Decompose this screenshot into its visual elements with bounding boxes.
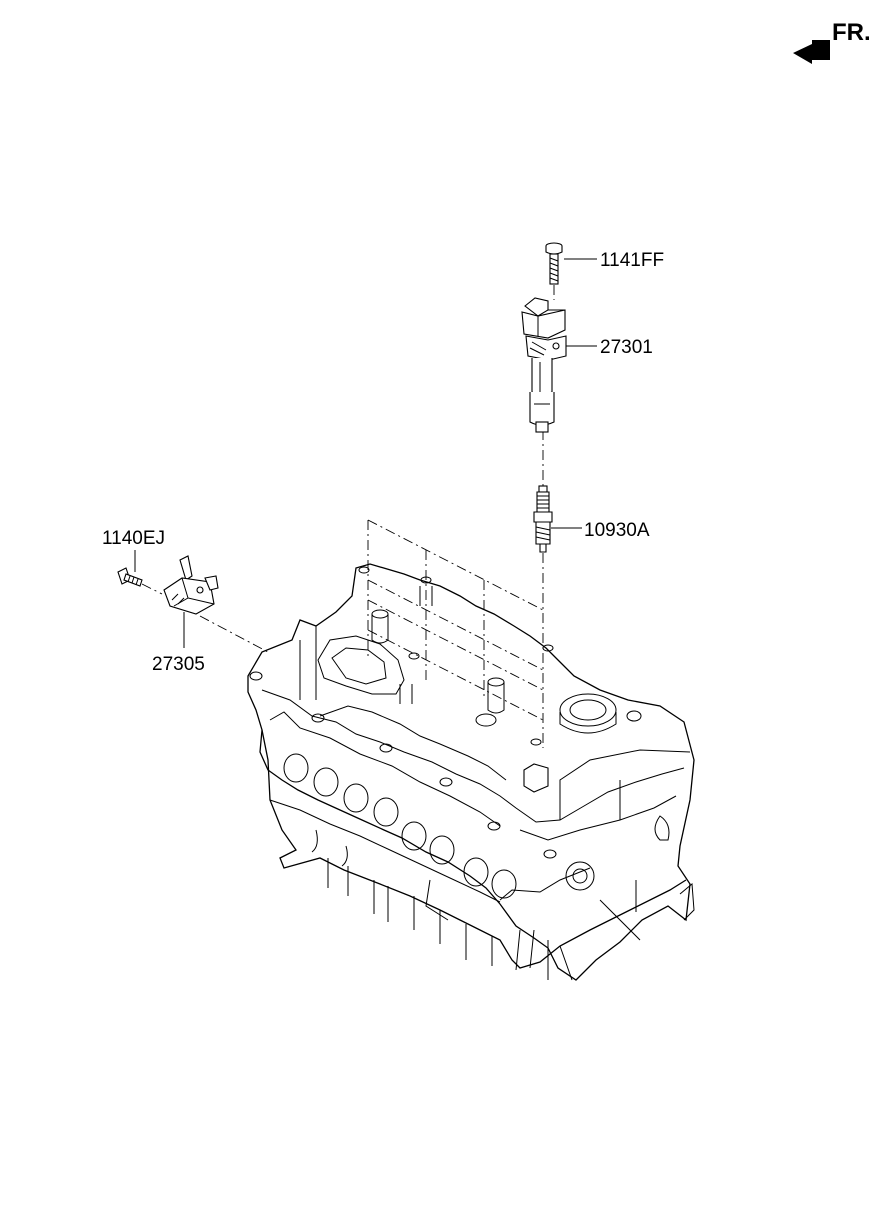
- bolt-icon: [545, 242, 563, 285]
- part-number-27301: 27301: [600, 337, 653, 358]
- bolt-1140ej: 1140EJ: [102, 528, 165, 595]
- part-number-1141ff: 1141FF: [600, 250, 664, 271]
- spark-plug-10930a: 10930A: [533, 485, 650, 553]
- exhaust-ports: [283, 753, 517, 899]
- front-direction-arrow-icon: [793, 40, 830, 64]
- bolt-1141ff: 1141FF: [545, 242, 664, 285]
- bracket-27305: 27305: [152, 555, 269, 675]
- part-number-1140ej: 1140EJ: [102, 528, 165, 549]
- ignition-coil-icon: [521, 297, 567, 433]
- spark-plug-icon: [533, 485, 553, 553]
- ignition-coil-27301: 27301: [521, 297, 653, 433]
- part-number-27305: 27305: [152, 654, 205, 675]
- alignment-guide-lines: [367, 519, 544, 721]
- oil-filler-cap: [559, 693, 617, 734]
- orientation-label: FR.: [832, 19, 871, 46]
- bolt-icon: [117, 567, 143, 587]
- part-number-10930a: 10930A: [584, 520, 650, 541]
- condenser-bracket-icon: [163, 555, 219, 615]
- orientation-indicator: FR.: [793, 19, 871, 64]
- cylinder-head-assembly: [247, 519, 695, 981]
- coil-wells: [371, 586, 505, 727]
